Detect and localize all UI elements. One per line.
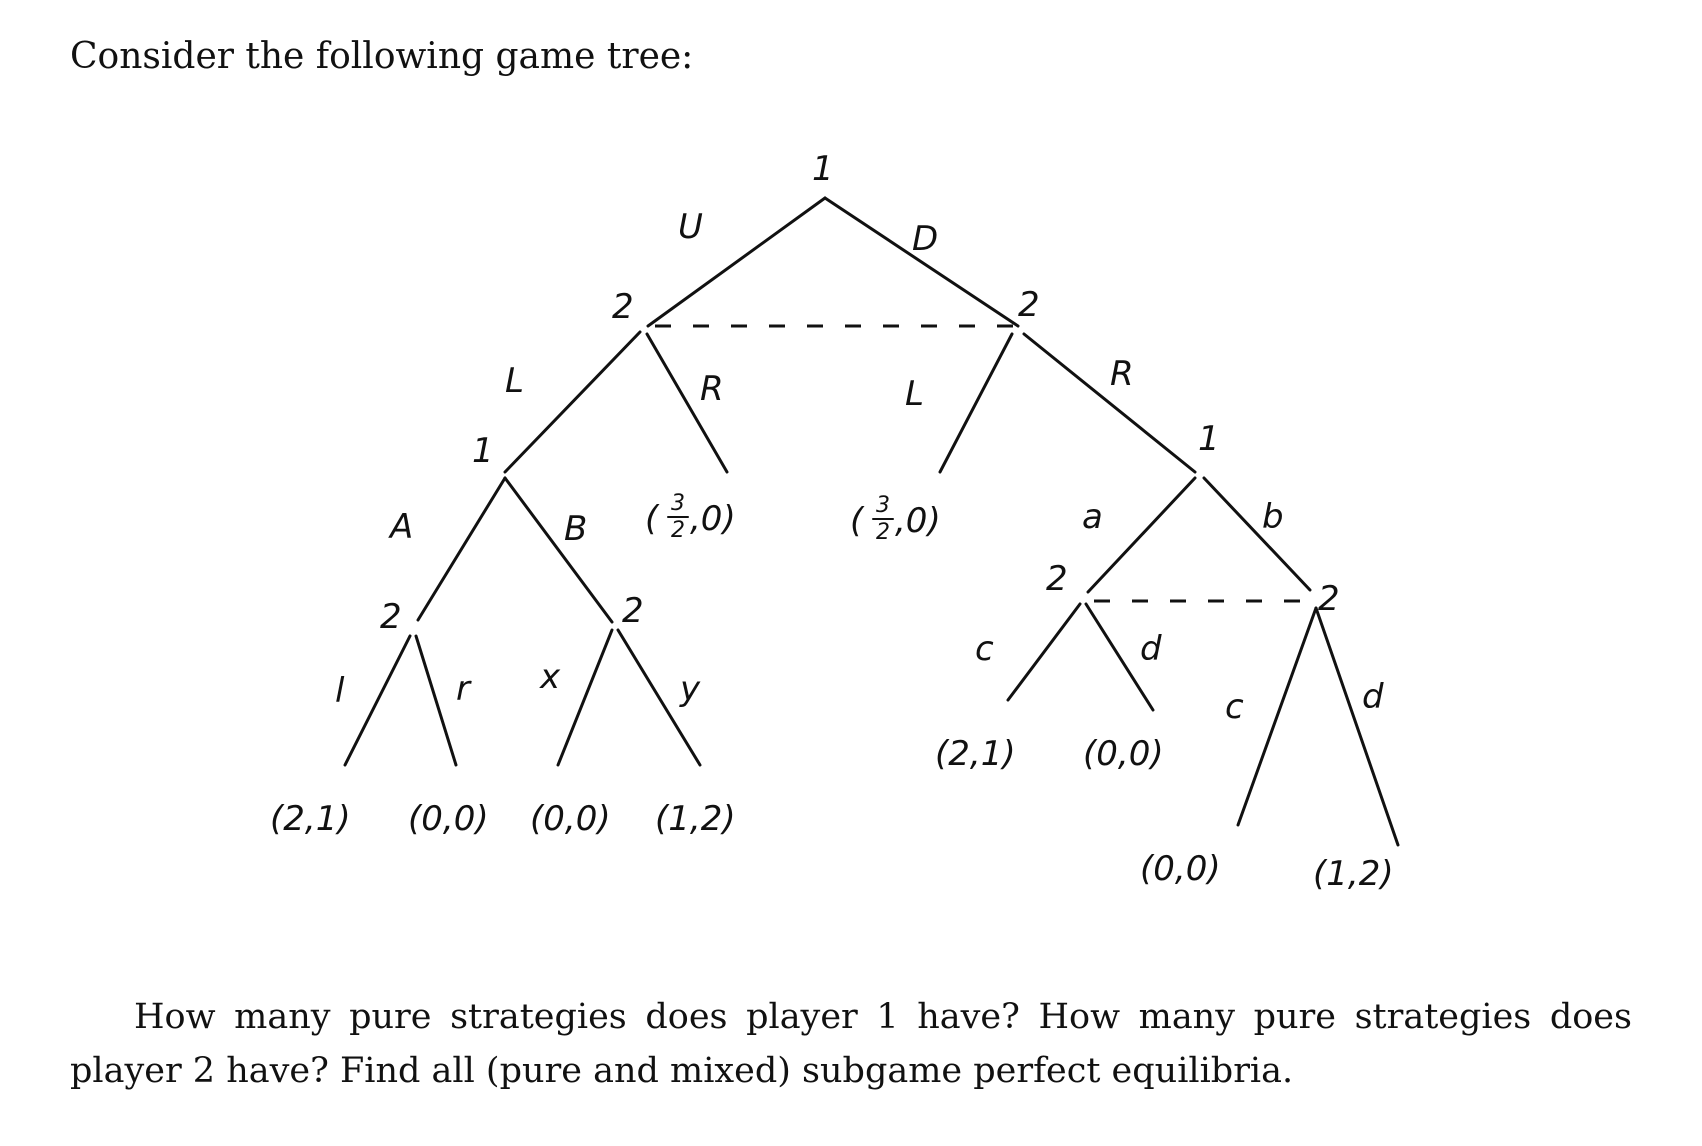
edge-r <box>414 634 458 767</box>
action-label-R-left: R <box>700 369 724 409</box>
action-label-l: l <box>335 671 345 711</box>
edge-L-right <box>938 332 1014 474</box>
payoff-DL-denominator: 2 <box>876 520 890 545</box>
edge-R-right <box>1022 332 1197 474</box>
payoff-bd: (1,2) <box>1313 854 1394 894</box>
payoff-UR-numerator: 3 <box>671 491 685 516</box>
player-label-2-b: 2 <box>1318 579 1340 619</box>
action-label-x: x <box>539 657 561 697</box>
action-label-y: y <box>679 669 701 709</box>
payoff-DL: ( 3 2 ,0) <box>850 493 941 545</box>
edge-d-b <box>1314 606 1400 847</box>
edge-c-b <box>1236 606 1318 827</box>
edge-y <box>616 628 702 767</box>
action-label-c-a: c <box>975 629 994 669</box>
game-tree-diagram: 1 2 2 1 2 2 1 2 2 U D L R L R A B l r x … <box>270 149 1400 894</box>
payoff-ad: (0,0) <box>1083 734 1164 774</box>
edge-c-a <box>1006 602 1082 702</box>
edge-R-left <box>645 332 729 474</box>
edge-d-a <box>1084 602 1155 712</box>
edge-D <box>823 196 1020 328</box>
payoff-ac: (2,1) <box>935 734 1016 774</box>
edge-B <box>503 476 614 624</box>
payoff-By: (1,2) <box>655 799 736 839</box>
action-label-D: D <box>912 219 938 259</box>
action-label-a: a <box>1082 497 1103 537</box>
player-label-2-right: 2 <box>1018 285 1040 325</box>
payoff-UR-denominator: 2 <box>671 518 685 543</box>
action-label-A: A <box>388 507 413 547</box>
player-label-1-right: 1 <box>1198 419 1220 459</box>
player-label-1-left: 1 <box>472 431 494 471</box>
player-label-2-a: 2 <box>1046 559 1068 599</box>
payoff-DL-open: ( <box>850 501 865 541</box>
player-label-2-B: 2 <box>622 591 644 631</box>
payoff-UR-open: ( <box>645 499 660 539</box>
action-label-R-right: R <box>1110 354 1134 394</box>
edge-b <box>1202 476 1312 592</box>
intro-text: Consider the following game tree: <box>70 36 694 77</box>
player-label-2-A: 2 <box>380 597 402 637</box>
action-label-d-a: d <box>1140 629 1162 669</box>
action-label-L-right: L <box>905 374 924 414</box>
edge-x <box>556 628 614 767</box>
edge-U <box>646 196 827 328</box>
action-label-L-left: L <box>505 361 524 401</box>
edge-a <box>1086 476 1197 594</box>
payoff-bc: (0,0) <box>1140 849 1221 889</box>
action-label-r: r <box>456 669 472 709</box>
question-text: How many pure strategies does player 1 h… <box>70 997 1632 1092</box>
payoff-DL-numerator: 3 <box>876 493 890 518</box>
payoff-Ar: (0,0) <box>408 799 489 839</box>
edge-L-left <box>503 330 642 474</box>
payoff-Al: (2,1) <box>270 799 351 839</box>
action-label-d-b: d <box>1362 677 1384 717</box>
action-label-B: B <box>564 509 587 549</box>
edge-l <box>343 634 412 767</box>
payoff-UR-rest: ,0) <box>690 499 736 539</box>
payoff-Bx: (0,0) <box>530 799 611 839</box>
action-label-U: U <box>678 207 703 247</box>
action-label-c-b: c <box>1225 687 1244 727</box>
player-label-2-left: 2 <box>612 287 634 327</box>
payoff-UR: ( 3 2 ,0) <box>645 491 736 543</box>
edge-A <box>416 476 507 622</box>
action-label-b: b <box>1262 497 1284 537</box>
payoff-DL-rest: ,0) <box>895 501 941 541</box>
player-label-root: 1 <box>812 149 834 189</box>
